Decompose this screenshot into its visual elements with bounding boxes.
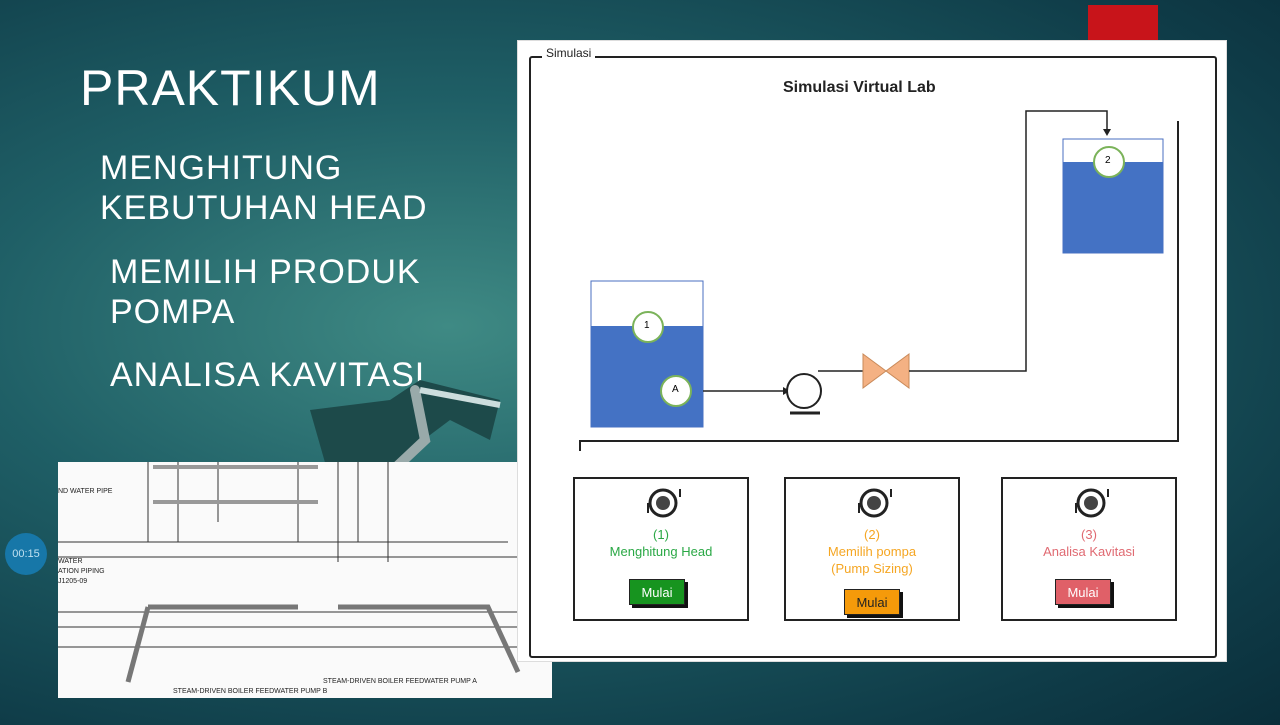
card-number: (3) xyxy=(1081,527,1097,542)
drawing-label: J1205-09 xyxy=(58,578,88,585)
card-analisa-kavitasi: (3) Analisa Kavitasi Mulai xyxy=(1001,477,1177,621)
valve-icon xyxy=(862,353,887,389)
drawing-label: STEAM-DRIVEN BOILER FEEDWATER PUMP A xyxy=(323,678,477,685)
video-timestamp[interactable]: 00:15 xyxy=(5,533,47,575)
card-number: (2) xyxy=(864,527,880,542)
card-label: Memilih pompa (Pump Sizing) xyxy=(827,544,917,576)
bullet-3: ANALISA KAVITASI xyxy=(110,356,426,394)
frame-label: Simulasi xyxy=(542,46,596,60)
mulai-button-pompa[interactable]: Mulai xyxy=(844,589,900,615)
card-label: Menghitung Head xyxy=(609,544,713,559)
point-a-label: A xyxy=(672,384,679,395)
pump-icon xyxy=(786,373,822,409)
drawing-label: WATER xyxy=(58,558,83,565)
pump-fan-icon xyxy=(647,488,681,518)
riser-pipe xyxy=(909,110,1108,372)
bullet-1: MENGHITUNG KEBUTUHAN HEAD xyxy=(100,149,428,227)
point-a-marker xyxy=(660,375,692,407)
card-memilih-pompa: (2) Memilih pompa (Pump Sizing) Mulai xyxy=(784,477,960,621)
mulai-button-kavitasi[interactable]: Mulai xyxy=(1055,579,1111,605)
point-2-marker xyxy=(1093,146,1125,178)
drawing-label: STEAM-DRIVEN BOILER FEEDWATER PUMP B xyxy=(173,688,328,695)
point-2-label: 2 xyxy=(1105,155,1111,166)
simulation-frame xyxy=(529,56,1217,658)
point-1-marker xyxy=(632,311,664,343)
point-1-label: 1 xyxy=(644,320,650,331)
engineering-drawing: ND WATER PIPE WATER ATION PIPING J1205-0… xyxy=(58,462,552,698)
mulai-button-head[interactable]: Mulai xyxy=(629,579,685,605)
card-label: Analisa Kavitasi xyxy=(1043,544,1135,559)
drawing-label: ATION PIPING xyxy=(58,568,105,575)
bullet-2: MEMILIH PRODUK POMPA xyxy=(110,253,421,331)
slide-title: PRAKTIKUM xyxy=(80,60,381,116)
red-tab-decoration xyxy=(1088,5,1158,41)
pump-fan-icon xyxy=(858,488,892,518)
pump-system-diagram xyxy=(579,110,1179,451)
simulation-title: Simulasi Virtual Lab xyxy=(783,79,936,96)
baseline xyxy=(579,121,1179,451)
simulation-panel: Simulasi Simulasi Virtual Lab 1 A 2 xyxy=(517,40,1227,662)
pump-fan-icon xyxy=(1075,488,1109,518)
card-menghitung-head: (1) Menghitung Head Mulai xyxy=(573,477,749,621)
card-number: (1) xyxy=(653,527,669,542)
drawing-label: ND WATER PIPE xyxy=(58,488,113,495)
